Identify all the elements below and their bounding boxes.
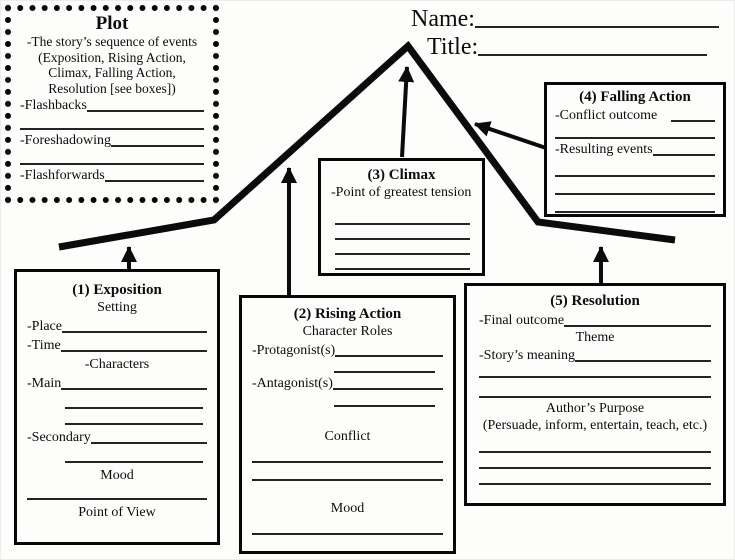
- climax-write-line[interactable]: [335, 238, 470, 240]
- falling-action-title: (4) Falling Action: [579, 89, 691, 105]
- plot-desc-line: (Exposition, Rising Action,: [38, 49, 186, 65]
- plot-desc-line: Climax, Falling Action,: [48, 65, 176, 80]
- flashbacks-label: -Flashbacks: [20, 98, 87, 113]
- authors-purpose-write-line[interactable]: [479, 483, 711, 485]
- resulting-events-write-line[interactable]: [652, 154, 715, 156]
- secondary-character-extra-line[interactable]: [65, 461, 203, 463]
- character-roles-heading: Character Roles: [302, 324, 393, 339]
- name-write-line[interactable]: [474, 26, 719, 28]
- foreshadowing-label: -Foreshadowing: [20, 133, 111, 148]
- falling-action-box: (4) Falling Action -Conflict outcome -Re…: [544, 82, 726, 217]
- plot-desc-line: -The story’s sequence of events: [26, 34, 198, 49]
- flashforwards-label: -Flashforwards: [20, 168, 105, 183]
- characters-heading: -Characters: [84, 357, 150, 372]
- rising-action-title: (2) Rising Action: [293, 306, 402, 322]
- theme-heading: Theme: [575, 330, 615, 345]
- conflict-write-line[interactable]: [252, 479, 443, 481]
- plot-box-title: Plot: [95, 13, 129, 34]
- resulting-events-extra-line[interactable]: [555, 193, 715, 195]
- title-label: Title:: [427, 34, 479, 60]
- title-write-line[interactable]: [478, 54, 707, 56]
- name-label: Name:: [411, 6, 475, 32]
- climax-box: (3) Climax -Point of greatest tension: [318, 158, 485, 276]
- main-character-label: -Main: [27, 376, 62, 391]
- name-field-row: Name:: [411, 6, 719, 32]
- plot-definition-box: Plot -The story’s sequence of events (Ex…: [5, 5, 219, 203]
- flashforwards-write-line[interactable]: [104, 180, 204, 182]
- resulting-events-label: -Resulting events: [555, 142, 653, 157]
- resolution-box: (5) Resolution -Final outcome Theme -Sto…: [464, 283, 726, 506]
- mood-write-line[interactable]: [252, 533, 443, 535]
- rising-action-box: (2) Rising Action Character Roles -Prota…: [239, 295, 456, 554]
- secondary-character-label: -Secondary: [27, 430, 91, 445]
- authors-purpose-write-line[interactable]: [479, 467, 711, 469]
- time-label: -Time: [27, 338, 61, 353]
- final-outcome-write-line[interactable]: [564, 325, 711, 327]
- title-field-row: Title:: [427, 34, 707, 60]
- climax-write-line[interactable]: [335, 268, 470, 270]
- exposition-title: (1) Exposition: [72, 282, 162, 298]
- theme-extra-line[interactable]: [479, 396, 711, 398]
- main-character-extra-line[interactable]: [65, 423, 203, 425]
- final-outcome-label: -Final outcome: [479, 313, 565, 328]
- plot-desc-line: Resolution [see boxes]): [48, 80, 176, 96]
- theme-extra-line[interactable]: [479, 376, 711, 378]
- antagonist-label: -Antagonist(s): [252, 376, 333, 391]
- climax-write-line[interactable]: [335, 253, 470, 255]
- story-meaning-label: -Story’s meaning: [479, 348, 576, 363]
- point-of-view-heading: Point of View: [78, 505, 156, 520]
- flashbacks-write-line[interactable]: [86, 110, 204, 112]
- mood-heading: Mood: [330, 501, 365, 516]
- main-character-write-line[interactable]: [61, 388, 207, 390]
- conflict-write-line[interactable]: [252, 461, 443, 463]
- conflict-heading: Conflict: [324, 429, 371, 444]
- protagonist-label: -Protagonist(s): [252, 343, 336, 358]
- resolution-title: (5) Resolution: [550, 293, 640, 309]
- secondary-character-write-line[interactable]: [90, 442, 207, 444]
- setting-heading: Setting: [97, 300, 137, 315]
- conflict-outcome-write-line[interactable]: [671, 120, 715, 122]
- exposition-box: (1) Exposition Setting -Place -Time -Cha…: [14, 269, 220, 545]
- time-write-line[interactable]: [60, 350, 207, 352]
- climax-description-label: -Point of greatest tension: [331, 185, 472, 200]
- falling-action-arrow: [474, 121, 547, 150]
- foreshadowing-extra-line[interactable]: [20, 163, 204, 165]
- climax-write-line[interactable]: [335, 223, 470, 225]
- protagonist-extra-line[interactable]: [334, 371, 435, 373]
- mood-write-line[interactable]: [27, 498, 207, 500]
- flashbacks-extra-line[interactable]: [20, 128, 204, 130]
- place-write-line[interactable]: [61, 331, 207, 333]
- conflict-outcome-label: -Conflict outcome: [555, 108, 658, 123]
- mood-heading: Mood: [100, 468, 134, 483]
- authors-purpose-heading: Author’s Purpose: [545, 401, 645, 416]
- place-label: -Place: [27, 319, 62, 334]
- authors-purpose-note: (Persuade, inform, entertain, teach, etc…: [482, 418, 708, 433]
- resulting-events-extra-line[interactable]: [555, 211, 715, 213]
- climax-title: (3) Climax: [367, 167, 436, 183]
- antagonist-extra-line[interactable]: [334, 405, 435, 407]
- authors-purpose-write-line[interactable]: [479, 451, 711, 453]
- foreshadowing-write-line[interactable]: [111, 145, 204, 147]
- antagonist-write-line[interactable]: [332, 388, 443, 390]
- story-meaning-write-line[interactable]: [575, 360, 711, 362]
- conflict-outcome-extra-line[interactable]: [555, 137, 715, 139]
- main-character-extra-line[interactable]: [65, 407, 203, 409]
- protagonist-write-line[interactable]: [335, 355, 443, 357]
- climax-arrow: [398, 66, 415, 158]
- resulting-events-extra-line[interactable]: [555, 175, 715, 177]
